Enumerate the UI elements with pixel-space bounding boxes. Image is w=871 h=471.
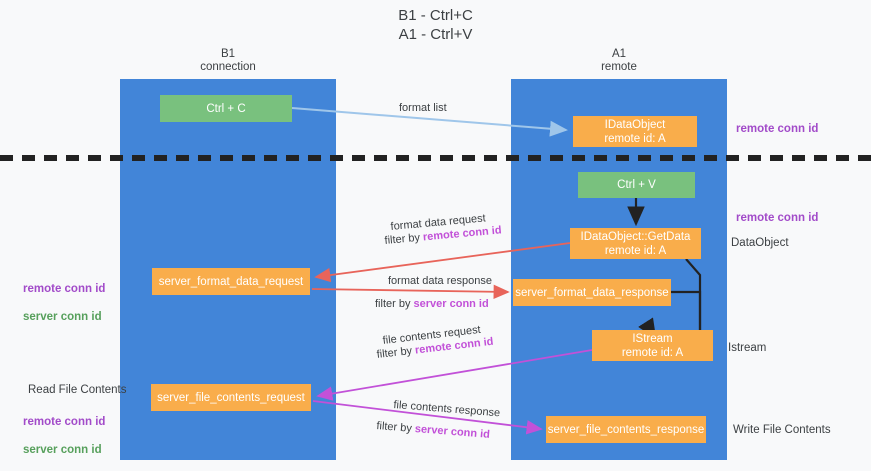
annotation-left-server-conn-id-1: server conn id [23, 311, 102, 323]
node-server-file-contents-response[interactable]: server_file_contents_response [546, 416, 706, 443]
annotation-remote-conn-id-middle: remote conn id [736, 212, 819, 224]
node-server-format-data-request[interactable]: server_format_data_request [152, 268, 310, 295]
filter-prefix: filter by [375, 419, 416, 435]
annotation-istream: Istream [728, 342, 767, 354]
edge-label-format-data-response-filter: filter by server conn id [375, 297, 489, 311]
annotation-dataobject: DataObject [731, 237, 789, 249]
node-ctrl-c-label: Ctrl + C [206, 102, 246, 115]
node-istream[interactable]: IStream remote id: A [592, 330, 713, 361]
node-idataobject-line1: IDataObject [604, 118, 666, 131]
node-getdata-line1: IDataObject::GetData [580, 230, 691, 243]
edge-label-file-contents-response-filter: filter by server conn id [376, 419, 490, 442]
node-istream-line2: remote id: A [621, 346, 684, 359]
edge-label-file-contents-response: file contents response [392, 398, 501, 420]
node-idataobject[interactable]: IDataObject remote id: A [573, 116, 697, 147]
edge-label-format-data-response: format data response [388, 275, 492, 287]
filter-prefix: filter by [375, 298, 414, 310]
filter-key: server conn id [414, 423, 491, 441]
edge-format-data-response [311, 284, 510, 299]
annotation-left-conn-ids-2: remote conn id server conn id [23, 401, 105, 471]
node-idataobject-line2: remote id: A [604, 132, 666, 145]
annotation-left-conn-ids-1: remote conn id server conn id [23, 268, 105, 338]
node-server-file-contents-response-label: server_file_contents_response [547, 423, 705, 436]
annotation-write-file-contents: Write File Contents [733, 424, 831, 436]
annotation-left-server-conn-id-2: server conn id [23, 444, 102, 456]
filter-key: server conn id [413, 298, 489, 310]
node-istream-line1: IStream [632, 332, 673, 345]
node-ctrl-v[interactable]: Ctrl + V [578, 172, 695, 198]
annotation-read-file-contents: Read File Contents [28, 384, 127, 396]
annotation-remote-conn-id-top: remote conn id [736, 123, 819, 135]
annotation-left-remote-conn-id-2: remote conn id [23, 416, 106, 428]
node-server-format-data-response[interactable]: server_format_data_response [513, 279, 671, 306]
node-getdata-line2: remote id: A [604, 244, 667, 257]
node-server-format-data-response-label: server_format_data_response [515, 286, 669, 299]
filter-prefix: filter by [376, 344, 416, 361]
lane-header-a1: A1 remote [601, 48, 637, 73]
edge-label-format-list: format list [399, 102, 447, 114]
node-server-file-contents-request-label: server_file_contents_request [157, 391, 305, 404]
page-title: B1 - Ctrl+C A1 - Ctrl+V [398, 7, 473, 43]
node-ctrl-v-label: Ctrl + V [617, 179, 656, 191]
lane-header-b1: B1 connection [200, 48, 256, 73]
node-ctrl-c[interactable]: Ctrl + C [160, 95, 292, 122]
node-server-file-contents-request[interactable]: server_file_contents_request [151, 384, 311, 411]
annotation-left-remote-conn-id-1: remote conn id [23, 283, 106, 295]
filter-prefix: filter by [384, 231, 424, 247]
node-getdata[interactable]: IDataObject::GetData remote id: A [570, 228, 701, 259]
node-server-format-data-request-label: server_format_data_request [158, 275, 304, 288]
